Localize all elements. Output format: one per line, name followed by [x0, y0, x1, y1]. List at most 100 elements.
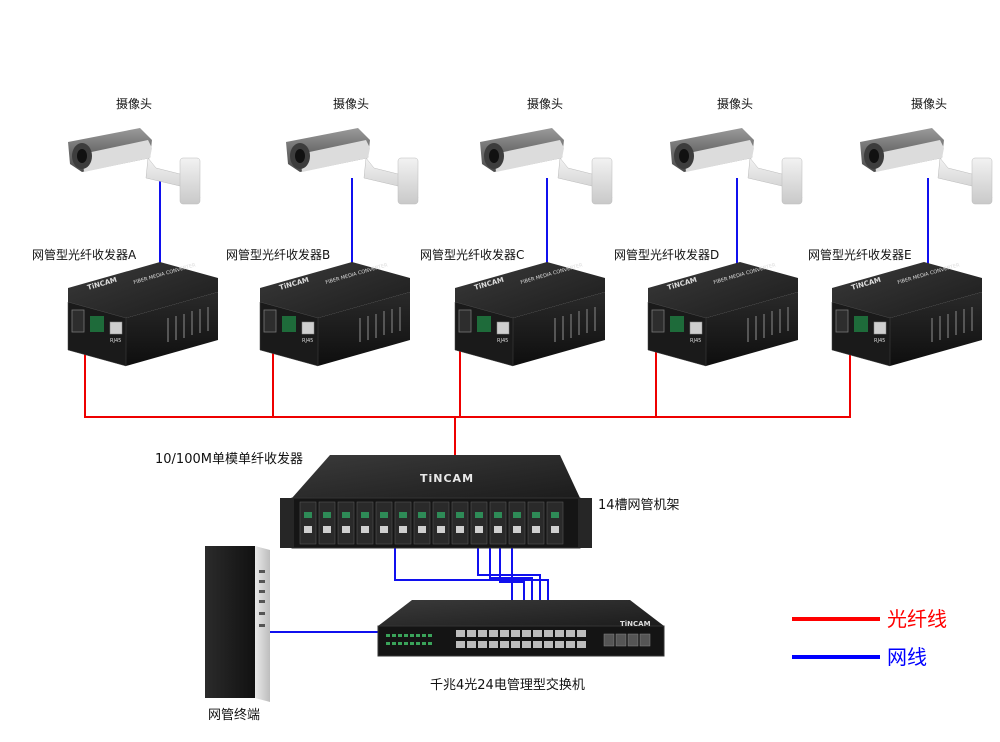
rj45-port — [689, 321, 703, 335]
rj45-label: RJ45 — [690, 338, 701, 344]
converter-label: 网管型光纤收发器A — [32, 247, 137, 262]
converter-label: 网管型光纤收发器D — [614, 247, 719, 262]
converter-c: TiNCAM FIBER MEDIA CONVERTER RJ45 — [454, 262, 605, 367]
converter-side — [890, 292, 982, 366]
converter-label: 网管型光纤收发器E — [808, 247, 912, 262]
camera-housing — [82, 140, 152, 172]
legend-fiber-label: 光纤线 — [887, 607, 947, 631]
rack-brand: TiNCAM — [420, 472, 474, 485]
camera-b — [286, 128, 419, 205]
converter-label: 网管型光纤收发器C — [420, 247, 524, 262]
rj45-port — [109, 321, 123, 335]
camera-label: 摄像头 — [116, 96, 152, 111]
converter-e: TiNCAM FIBER MEDIA CONVERTER RJ45 — [831, 262, 982, 367]
switch-ports — [456, 630, 586, 648]
camera-lens-core — [489, 149, 499, 163]
rack-ear-left — [280, 498, 294, 548]
rj45-label: RJ45 — [497, 338, 508, 344]
fiber-port — [263, 309, 277, 333]
rack-chassis: TiNCAM — [280, 455, 592, 549]
camera-e — [860, 128, 993, 205]
rack-switch-cable-1 — [394, 548, 549, 600]
camera-c — [480, 128, 613, 205]
pc-side — [205, 546, 255, 698]
switch-front — [377, 625, 665, 657]
managed-switch: TiNCAM — [377, 600, 665, 657]
rack-slot-ports — [304, 526, 559, 533]
rack-ear-right — [578, 498, 592, 548]
converter-vents — [931, 307, 973, 342]
status-leds — [90, 316, 104, 332]
rack-switch-cable-2 — [477, 548, 541, 600]
camera-label: 摄像头 — [527, 96, 563, 111]
converter-side — [318, 292, 410, 366]
rj45-port — [301, 321, 315, 335]
switch-status-leds — [386, 634, 432, 645]
switch-label: 千兆4光24电管理型交换机 — [430, 677, 585, 693]
switch-sfp-ports — [603, 633, 651, 647]
fiber-port — [458, 309, 472, 333]
camera-mount-plate — [591, 157, 613, 205]
legend-network-label: 网线 — [887, 645, 927, 669]
converter-b: TiNCAM FIBER MEDIA CONVERTER RJ45 — [259, 262, 410, 367]
converter-top — [648, 262, 798, 318]
status-leds — [282, 316, 296, 332]
fiber-port — [71, 309, 85, 333]
rj45-port — [496, 321, 510, 335]
camera-label: 摄像头 — [717, 96, 753, 111]
fiber-port — [651, 309, 665, 333]
converter-top — [455, 262, 605, 318]
rj45-label: RJ45 — [874, 338, 885, 344]
camera-label: 摄像头 — [333, 96, 369, 111]
fiber-bus-line — [84, 333, 851, 418]
rj45-label: RJ45 — [302, 338, 313, 344]
camera-lens-core — [77, 149, 87, 163]
switch-brand: TiNCAM — [620, 620, 651, 628]
converter-side — [126, 292, 218, 366]
converter-vents — [167, 307, 209, 342]
camera-a — [68, 128, 201, 205]
converter-label: 网管型光纤收发器B — [226, 247, 330, 262]
camera-lens-core — [869, 149, 879, 163]
pc-front-ports — [259, 570, 265, 627]
camera-lens-core — [679, 149, 689, 163]
converter-vents — [359, 307, 401, 342]
converter-vents — [554, 307, 596, 342]
camera-housing — [300, 140, 370, 172]
management-terminal — [205, 546, 270, 702]
camera-labels: 摄像头 摄像头 摄像头 摄像头 摄像头 — [116, 96, 947, 111]
rack-top — [292, 455, 580, 498]
switch-top — [378, 600, 664, 626]
converter-a: TiNCAM FIBER MEDIA CONVERTER RJ45 — [67, 262, 218, 367]
rj45-label: RJ45 — [110, 338, 121, 344]
converter-top — [260, 262, 410, 318]
converters: TiNCAM FIBER MEDIA CONVERTER RJ45 TiNCAM… — [67, 262, 982, 367]
camera-housing — [874, 140, 944, 172]
status-leds — [670, 316, 684, 332]
camera-label: 摄像头 — [911, 96, 947, 111]
rack-slot-leds — [304, 512, 559, 518]
fiber-port — [835, 309, 849, 333]
converter-side — [706, 292, 798, 366]
converter-vents — [747, 307, 789, 342]
status-leds — [477, 316, 491, 332]
camera-housing — [684, 140, 754, 172]
legend: 光纤线 网线 — [792, 607, 947, 669]
converter-d: TiNCAM FIBER MEDIA CONVERTER RJ45 — [647, 262, 798, 367]
camera-lens-core — [295, 149, 305, 163]
camera-d — [670, 128, 803, 205]
camera-mount-plate — [179, 157, 201, 205]
converter-side — [513, 292, 605, 366]
converter-labels: 网管型光纤收发器A 网管型光纤收发器B 网管型光纤收发器C 网管型光纤收发器D … — [32, 247, 912, 262]
rack-caption: 10/100M单模单纤收发器 — [155, 451, 303, 467]
cameras — [68, 128, 993, 205]
rj45-port — [873, 321, 887, 335]
camera-housing — [494, 140, 564, 172]
rack-label: 14槽网管机架 — [598, 498, 680, 513]
camera-mount-plate — [971, 157, 993, 205]
status-leds — [854, 316, 868, 332]
terminal-label: 网管终端 — [208, 707, 260, 723]
converter-top — [68, 262, 218, 318]
camera-mount-plate — [781, 157, 803, 205]
